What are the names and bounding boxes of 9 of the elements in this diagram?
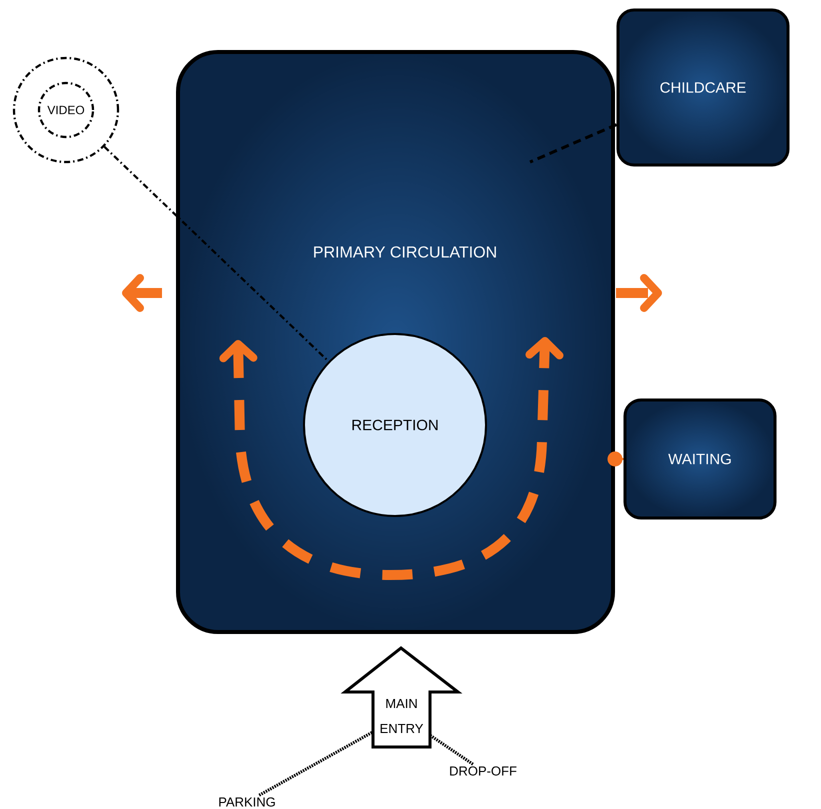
drop-off-label: DROP-OFF	[450, 766, 516, 776]
connector-line	[529, 123, 618, 164]
waiting-box: WAITING	[624, 398, 776, 520]
connector-line	[258, 730, 374, 797]
childcare-box: CHILDCARE	[616, 8, 790, 166]
parking-label: PARKING	[219, 797, 275, 807]
connector-line	[104, 146, 330, 362]
connector-line	[429, 734, 474, 766]
connector-dot	[608, 452, 624, 466]
